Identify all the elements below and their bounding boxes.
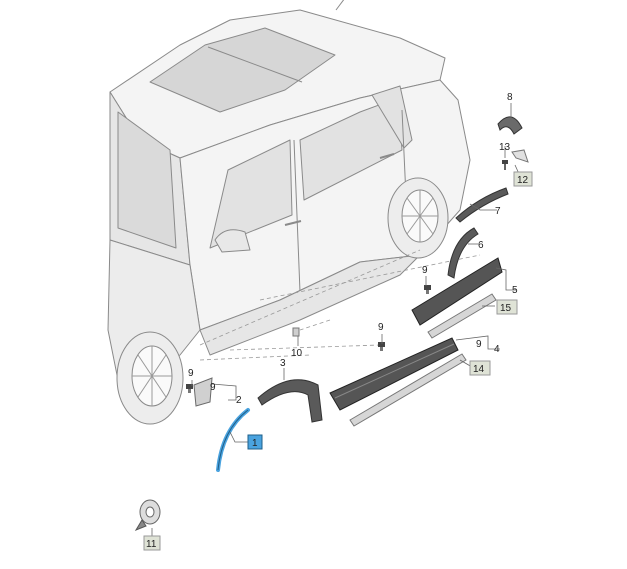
part-9-clip-b[interactable] xyxy=(378,342,385,351)
label-15: 15 xyxy=(496,299,518,315)
label-6-text: 6 xyxy=(478,240,484,251)
projection-lines xyxy=(199,249,481,361)
part-13-screw[interactable] xyxy=(502,160,508,170)
label-9e: 9 xyxy=(210,382,216,393)
label-3: 3 xyxy=(280,358,286,369)
rear-wheel xyxy=(387,177,449,259)
antenna xyxy=(335,0,345,11)
label-10-text: 10 xyxy=(291,348,303,359)
vehicle-outline xyxy=(107,9,471,391)
part-12-clip[interactable] xyxy=(511,149,529,163)
label-12-text: 12 xyxy=(517,175,529,186)
part-5-sill-trim[interactable] xyxy=(411,257,503,326)
part-9-clip-c[interactable] xyxy=(186,384,193,393)
label-9a-text: 9 xyxy=(422,265,428,276)
label-7: 7 xyxy=(495,206,501,217)
part-10-clip[interactable] xyxy=(292,327,300,337)
part-1-arch-trim[interactable] xyxy=(216,408,250,472)
label-9c: 9 xyxy=(476,339,482,350)
part-3-wheel-arch[interactable] xyxy=(257,379,323,423)
label-6: 6 xyxy=(478,240,484,251)
label-2-text: 2 xyxy=(236,395,242,406)
part-14-strip[interactable] xyxy=(349,353,467,427)
label-9e-text: 9 xyxy=(210,382,216,393)
label-4-text: 4 xyxy=(494,344,500,355)
label-9b: 9 xyxy=(378,322,384,333)
label-9d: 9 xyxy=(188,368,194,379)
label-9b-text: 9 xyxy=(378,322,384,333)
part-8-cap[interactable] xyxy=(497,116,523,135)
label-2: 2 xyxy=(236,395,242,406)
label-14: 14 xyxy=(469,360,491,376)
label-12: 12 xyxy=(513,171,533,187)
label-15-text: 15 xyxy=(500,303,512,314)
part-7-rear-strip[interactable] xyxy=(455,187,509,223)
leader-lines xyxy=(151,103,521,536)
label-14-text: 14 xyxy=(473,364,485,375)
part-11-tape-roll[interactable] xyxy=(134,499,161,532)
label-8: 8 xyxy=(507,92,513,103)
part-6-rear-arch[interactable] xyxy=(447,227,479,279)
part-2-bracket[interactable] xyxy=(193,377,213,407)
label-13: 13 xyxy=(499,142,511,153)
label-1-text: 1 xyxy=(252,438,258,449)
label-9c-text: 9 xyxy=(476,339,482,350)
label-9a: 9 xyxy=(422,265,428,276)
label-8-text: 8 xyxy=(507,92,513,103)
label-5: 5 xyxy=(512,285,518,296)
label-11: 11 xyxy=(143,535,161,551)
label-1: 1 xyxy=(247,434,263,450)
part-15-strip[interactable] xyxy=(427,293,497,339)
label-13-text: 13 xyxy=(499,142,511,153)
label-7-text: 7 xyxy=(495,206,501,217)
label-5-text: 5 xyxy=(512,285,518,296)
label-10: 10 xyxy=(291,348,303,359)
label-3-text: 3 xyxy=(280,358,286,369)
part-9-clip-a[interactable] xyxy=(424,285,431,294)
label-4: 4 xyxy=(494,344,500,355)
label-9d-text: 9 xyxy=(188,368,194,379)
part-4-sill-trim[interactable] xyxy=(329,337,459,411)
front-wheel xyxy=(116,331,184,425)
label-11-text: 11 xyxy=(146,539,157,550)
